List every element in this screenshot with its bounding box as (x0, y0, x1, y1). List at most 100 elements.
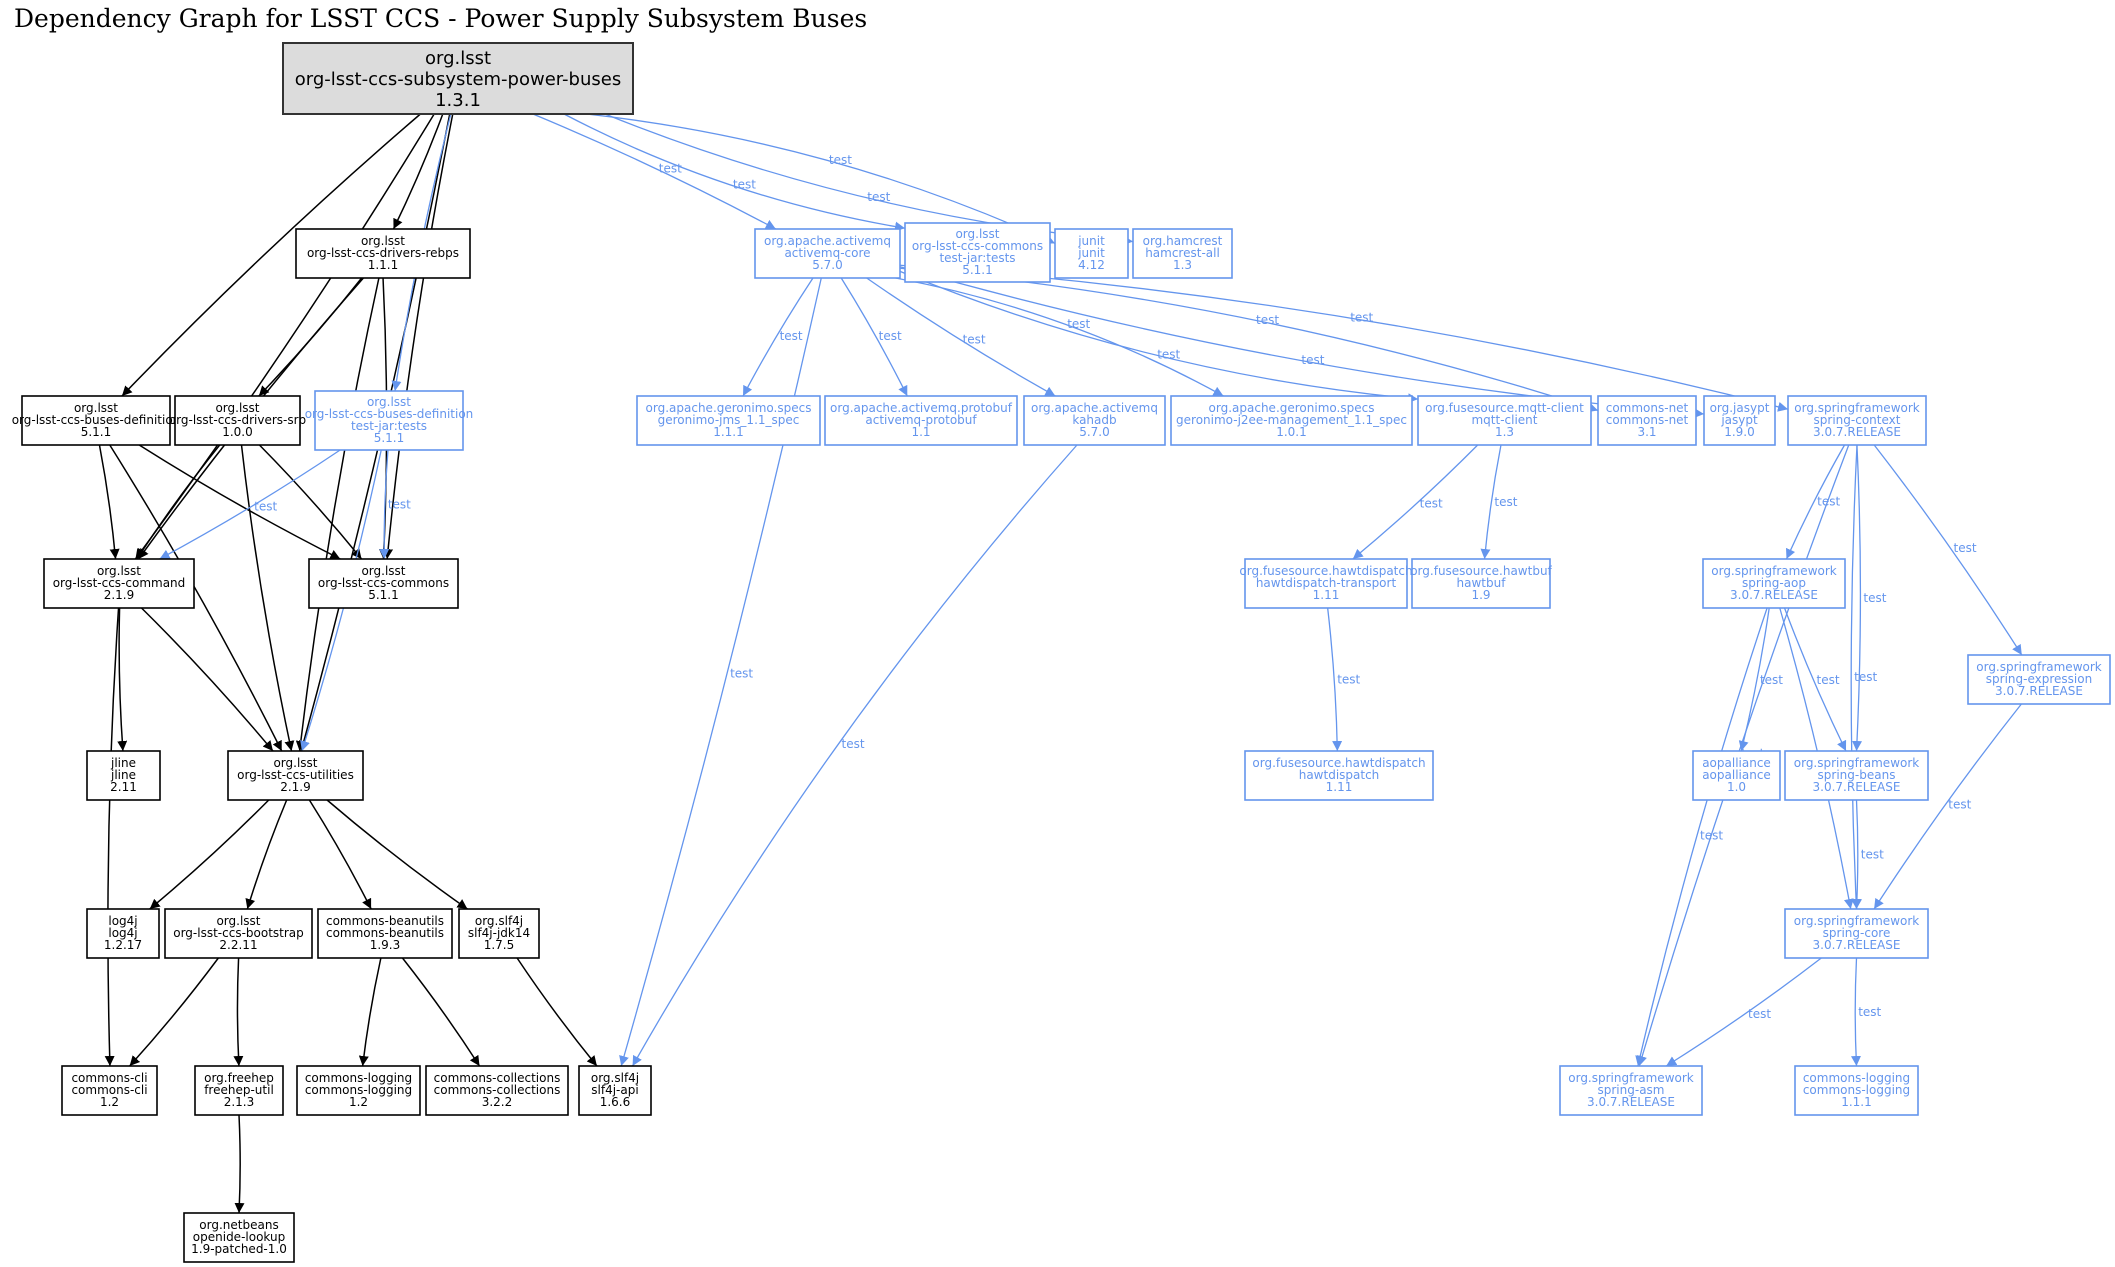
node-group: org.slf4j (591, 1071, 639, 1085)
node-netbeans[interactable]: org.netbeansopenide-lookup1.9-patched-1.… (183, 1212, 295, 1263)
edge-label-test: test (730, 666, 753, 680)
edge-label-test: test (829, 153, 852, 167)
node-version: 1.9.3 (370, 938, 401, 952)
node-box (1794, 1065, 1919, 1116)
node-version: 1.3.1 (435, 90, 481, 111)
edge-line (383, 113, 454, 560)
node-version: 1.9-patched-1.0 (191, 1242, 287, 1256)
node-artifact: spring-asm (1598, 1083, 1665, 1097)
node-group: log4j (108, 914, 137, 928)
node-beans[interactable]: org.springframeworkspring-beans3.0.7.REL… (1784, 750, 1929, 801)
node-context[interactable]: org.springframeworkspring-context3.0.7.R… (1787, 395, 1927, 446)
node-protobuf[interactable]: org.apache.activemq.protobufactivemq-pro… (824, 395, 1018, 446)
node-artifact: commons-collections (434, 1083, 561, 1097)
node-asm[interactable]: org.springframeworkspring-asm3.0.7.RELEA… (1559, 1065, 1703, 1116)
node-version: 2.1.9 (104, 588, 135, 602)
graph-title: Dependency Graph for LSST CCS - Power Su… (14, 4, 868, 33)
edge-label-test: test (1157, 348, 1180, 362)
edge-jdk14-to-slf4japi (516, 957, 598, 1067)
node-box (296, 1065, 421, 1116)
node-artifact: mqtt-client (1471, 413, 1537, 427)
edge-context-to-expression: test (1873, 444, 2023, 656)
edge-line (109, 444, 283, 752)
edge-root-to-junit: test (586, 113, 1056, 245)
node-hdtransport[interactable]: org.fusesource.hawtdispatchhawtdispatch-… (1239, 558, 1413, 609)
node-jms[interactable]: org.apache.geronimo.specsgeronimo-jms_1.… (636, 395, 821, 446)
node-artifact: jasypt (1720, 413, 1758, 427)
edge-srp-to-utilities (240, 444, 295, 752)
node-aop[interactable]: org.springframeworkspring-aop3.0.7.RELEA… (1702, 558, 1846, 609)
node-group: commons-beanutils (326, 914, 444, 928)
node-artifact: commons-beanutils (326, 926, 444, 940)
edge-line (245, 799, 288, 910)
node-artifact: org-lsst-ccs-buses-definition (305, 407, 474, 421)
node-artifact: aopalliance (1702, 768, 1771, 782)
edge-amqcore-to-kahadb: test (866, 277, 1056, 397)
node-box (578, 1065, 652, 1116)
edge-command-to-jline (117, 607, 128, 752)
edge-line (1783, 607, 1847, 752)
node-version: 3.0.7.RELEASE (1813, 780, 1901, 794)
edge-label-test: test (1817, 494, 1840, 508)
edge-label-test: test (1817, 673, 1840, 687)
node-version: 1.11 (1326, 780, 1353, 794)
node-busesdef[interactable]: org.lsstorg-lsst-ccs-buses-definition5.1… (12, 395, 181, 446)
node-group: org.springframework (1711, 564, 1837, 578)
node-artifact: geronimo-j2ee-management_1.1_spec (1176, 413, 1407, 427)
node-version: 5.1.1 (81, 425, 112, 439)
node-root[interactable]: org.lsstorg-lsst-ccs-subsystem-power-bus… (282, 42, 634, 115)
node-version: 1.1.1 (713, 425, 744, 439)
node-core[interactable]: org.springframeworkspring-core3.0.7.RELE… (1784, 908, 1929, 959)
edge-amqcore-to-slf4japi: test (619, 277, 822, 1067)
node-j2ee[interactable]: org.apache.geronimo.specsgeronimo-j2ee-m… (1170, 395, 1413, 446)
node-busesdeftest[interactable]: org.lsstorg-lsst-ccs-buses-definitiontes… (305, 390, 474, 451)
node-artifact: commons-logging (1803, 1083, 1910, 1097)
edge-label-test: test (1954, 541, 1977, 555)
edge-root-to-hamcrest: test (604, 113, 1134, 246)
edge-line (358, 957, 382, 1067)
node-version: 2.1.9 (280, 780, 311, 794)
edge-label-test: test (388, 497, 411, 511)
node-box (1054, 228, 1129, 279)
node-artifact: org-lsst-ccs-drivers-srp (169, 413, 306, 427)
edge-srp-to-command (136, 444, 221, 560)
node-expression[interactable]: org.springframeworkspring-expression3.0.… (1967, 654, 2111, 705)
edge-line (532, 113, 777, 230)
edge-line (234, 1114, 245, 1214)
edge-line (1480, 444, 1502, 560)
node-commonstest[interactable]: org.lsstorg-lsst-ccs-commonstest-jar:tes… (904, 222, 1051, 283)
node-group: junit (1077, 234, 1105, 248)
node-box (183, 1212, 295, 1263)
edge-line (586, 113, 1056, 245)
node-box (86, 750, 161, 801)
node-collections[interactable]: commons-collectionscommons-collections3.… (425, 1065, 569, 1116)
edge-line (840, 277, 908, 397)
node-version: 3.1 (1637, 425, 1656, 439)
edge-line (136, 444, 221, 560)
node-hawtdispatch[interactable]: org.fusesource.hawtdispatchhawtdispatch1… (1244, 750, 1434, 801)
